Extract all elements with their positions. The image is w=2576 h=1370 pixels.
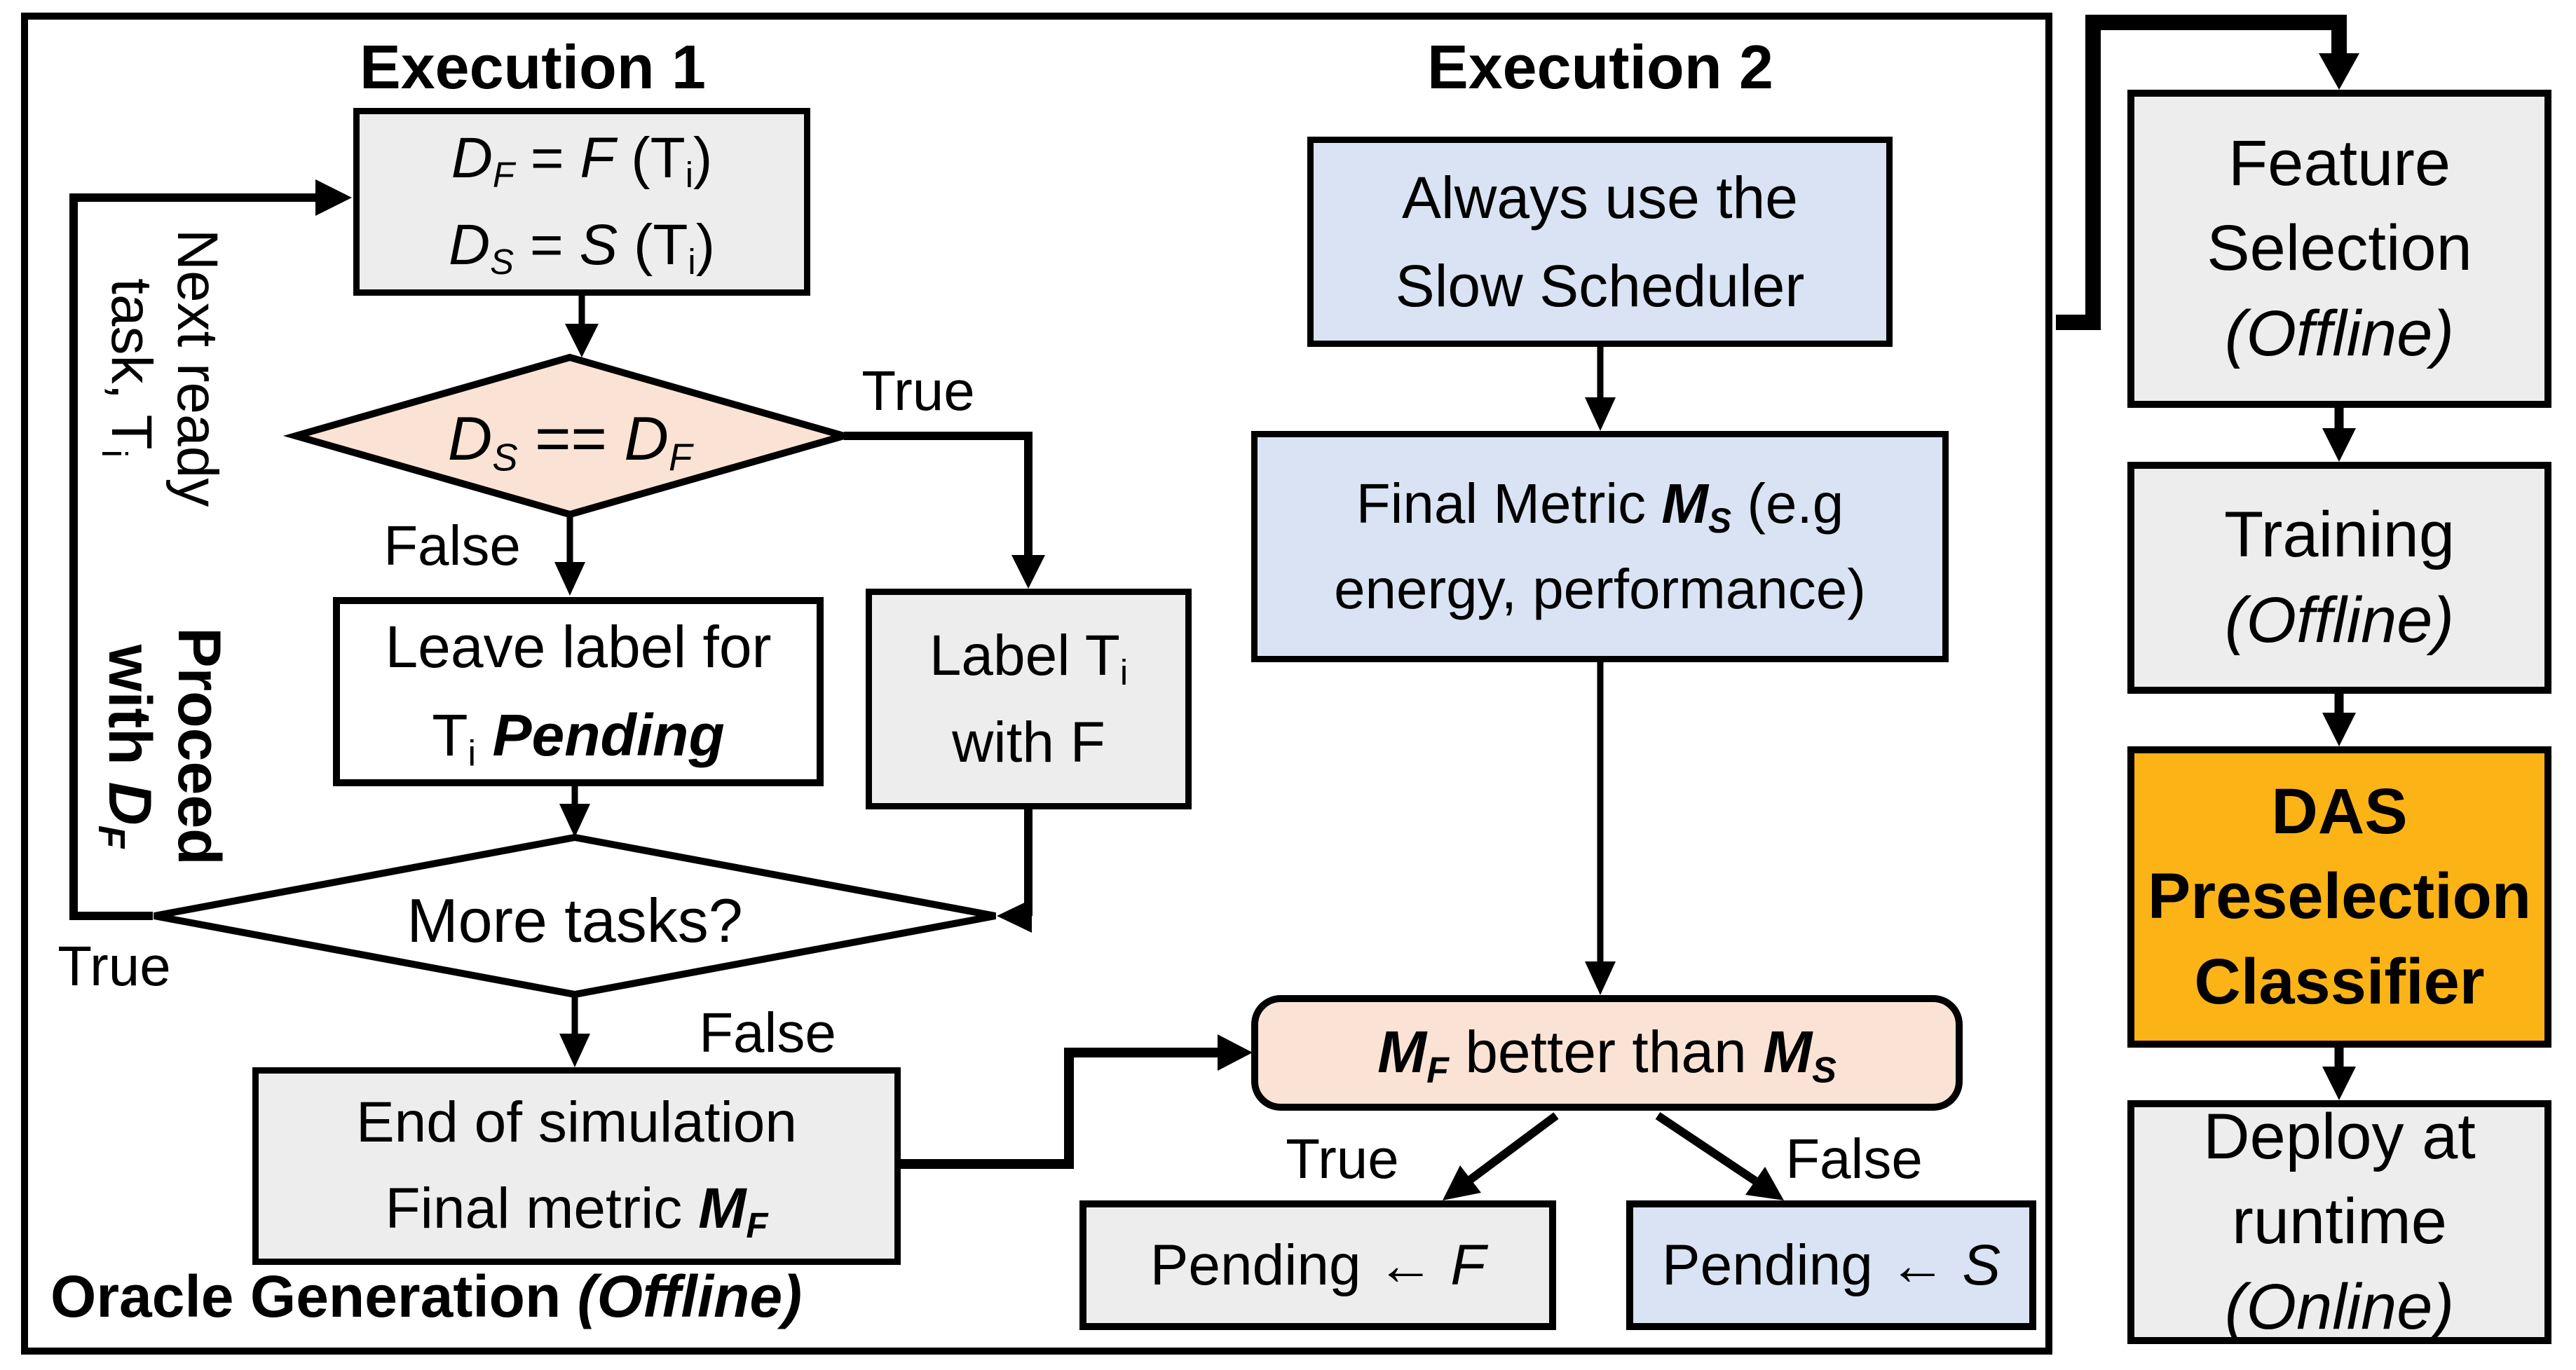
end-line2: Final metric MF (385, 1177, 768, 1246)
more-tasks-label: More tasks? (407, 886, 743, 955)
compare-text: MF better than MS (1377, 1019, 1836, 1091)
das-line3: Classifier (2194, 945, 2485, 1018)
pending-s-box: Pending ← S (1626, 1200, 2036, 1330)
compute-line2: DS = S (Ti) (448, 213, 716, 282)
final-metric-ms-box: Final Metric MS (e.g energy, performance… (1251, 431, 1949, 662)
arrowhead-pipeline-entry-icon (2319, 53, 2359, 90)
proceed-with-df-label: Proceed with DF (90, 564, 233, 929)
next-ready-task-label: Next ready task, Ti (94, 193, 230, 543)
compute-dispatch-box: DF = F (Ti) DS = S (Ti) (353, 108, 810, 296)
feature-line1: Feature (2228, 127, 2451, 199)
proceed-line2: with DF (90, 644, 164, 849)
training-box: Training (Offline) (2127, 462, 2551, 694)
end-line1: End of simulation (355, 1090, 797, 1155)
compare-false-label: False (1785, 1128, 1923, 1190)
pending-f-text: Pending ← F (1150, 1233, 1486, 1297)
arrowhead-training-das-icon (2322, 713, 2356, 746)
ds-df-decision-label: DS == DF (447, 404, 693, 479)
always-slow-scheduler-box: Always use the Slow Scheduler (1307, 137, 1893, 347)
decision-false-label: False (383, 514, 521, 577)
label-line2: with F (952, 711, 1105, 775)
deploy-runtime-box: Deploy at runtime (Online) (2127, 1100, 2551, 1344)
das-preselection-classifier-box: DAS Preselection Classifier (2127, 746, 2551, 1048)
more-false-label: False (699, 1001, 836, 1064)
label-line1: Label Ti (929, 623, 1129, 692)
proceed-line1: Proceed (165, 627, 233, 865)
feature-selection-box: Feature Selection (Offline) (2127, 90, 2551, 408)
metric-line2: energy, performance) (1334, 557, 1866, 620)
das-line1: DAS (2271, 775, 2408, 847)
compare-true-label: True (1286, 1128, 1399, 1190)
label-with-f-box: Label Ti with F (866, 589, 1192, 809)
always-line1: Always use the (1402, 165, 1798, 231)
next-ready-line2: task, Ti (94, 278, 163, 458)
training-line1: Training (2224, 499, 2455, 571)
deploy-line1: Deploy at (2203, 1100, 2476, 1172)
compute-line1: DF = F (Ti) (451, 125, 713, 195)
leave-line2: Ti Pending (432, 701, 725, 774)
pending-f-box: Pending ← F (1079, 1200, 1556, 1330)
leave-pending-box: Leave label for Ti Pending (333, 597, 824, 786)
oracle-footer-label: Oracle Generation (Offline) (50, 1263, 803, 1329)
next-ready-line1: Next ready (165, 228, 229, 507)
deploy-line2: runtime (2232, 1186, 2447, 1258)
mf-better-than-ms-box: MF better than MS (1251, 995, 1963, 1111)
decision-true-label: True (861, 359, 975, 422)
metric-line1: Final Metric MS (e.g (1356, 472, 1844, 541)
deploy-line3: (Online) (2224, 1270, 2455, 1343)
execution1-title: Execution 1 (360, 32, 706, 102)
leave-line1: Leave label for (385, 613, 772, 680)
feature-line3: (Offline) (2224, 297, 2455, 369)
das-line2: Preselection (2147, 861, 2532, 933)
pending-s-text: Pending ← S (1661, 1233, 2001, 1297)
feature-line2: Selection (2207, 212, 2472, 285)
execution2-title: Execution 2 (1427, 32, 1773, 102)
training-line2: (Offline) (2224, 584, 2455, 656)
more-true-label: True (57, 935, 171, 997)
end-simulation-box: End of simulation Final metric MF (252, 1067, 901, 1265)
always-line2: Slow Scheduler (1395, 253, 1805, 319)
arrowhead-feature-training-icon (2322, 428, 2356, 462)
